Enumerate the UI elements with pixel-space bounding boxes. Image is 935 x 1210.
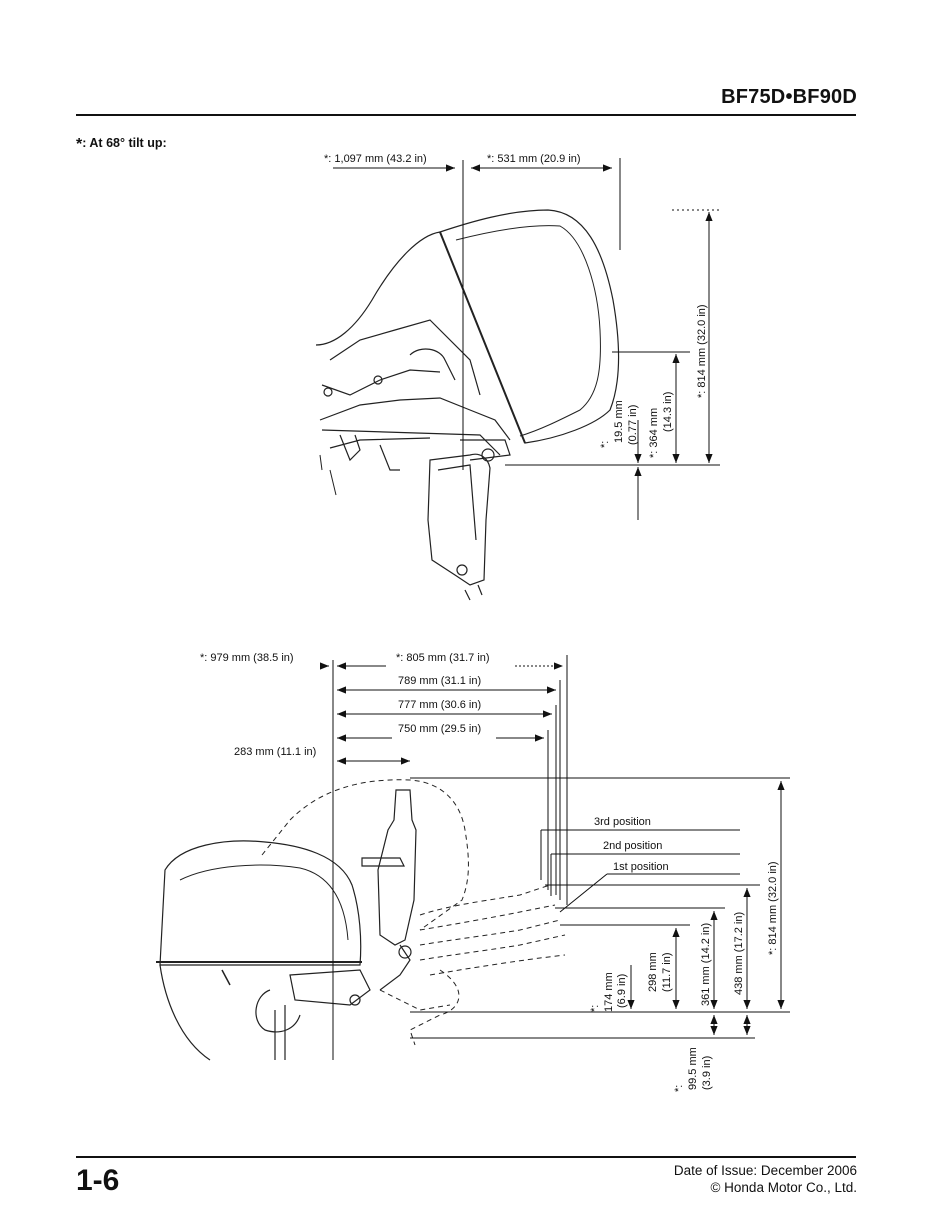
top-figure-dimension-lines [333,158,720,520]
dim-789: 789 mm (31.1 in) [398,675,481,687]
dim-750: 750 mm (29.5 in) [398,723,481,735]
dim-364-in: (14.3 in) [662,392,674,432]
page-header-model: BF75D•BF90D [721,86,857,108]
dim-195-mm: 19.5 mm [613,400,625,443]
dim-814-bottom: *: 814 mm (32.0 in) [767,861,779,955]
dim-195-in: (0.77 in) [627,405,639,445]
footer-divider [76,1156,856,1158]
issue-date: Date of Issue: December 2006 [673,1163,857,1178]
dim-995-mm: 99.5 mm [687,1047,699,1090]
dim-298-in: (11.7 in) [661,952,673,992]
copyright: © Honda Motor Co., Ltd. [710,1180,857,1195]
dim-814-top: *: 814 mm (32.0 in) [696,304,708,398]
note-text: : At 68° tilt up: [82,136,167,150]
label-2nd-position: 2nd position [603,840,662,852]
dim-298-mm: 298 mm [647,952,659,992]
dim-438: 438 mm (17.2 in) [733,912,745,995]
page-number: 1-6 [76,1164,120,1197]
dim-531: *: 531 mm (20.9 in) [487,153,581,165]
note-star: * [76,136,83,153]
dim-283: 283 mm (11.1 in) [234,746,316,758]
label-3rd-position: 3rd position [594,816,651,828]
dim-1097: *: 1,097 mm (43.2 in) [324,153,427,165]
bottom-figure-dimension-lines [320,655,790,1060]
label-1st-position: 1st position [613,861,669,873]
tilt-note: *: At 68° tilt up: [76,136,167,154]
dim-995-in: (3.9 in) [701,1056,713,1090]
dim-995-star: *: [673,1085,685,1092]
dim-195-star: *: [599,441,611,448]
header-divider [76,114,856,116]
dim-805: *: 805 mm (31.7 in) [396,652,490,664]
dim-174-mm: 174 mm [603,972,615,1012]
top-figure-outboard [315,209,620,601]
dim-361: 361 mm (14.2 in) [700,923,712,1006]
bottom-figure-outboard [156,779,566,1061]
dim-174-in: (6.9 in) [616,974,628,1008]
dim-364-mm: *: 364 mm [648,408,660,458]
dim-777: 777 mm (30.6 in) [398,699,481,711]
dim-174-star: *: [589,1005,601,1012]
dim-979: *: 979 mm (38.5 in) [200,652,294,664]
issue-info: Date of Issue: December 2006 © Honda Mot… [674,1162,857,1196]
